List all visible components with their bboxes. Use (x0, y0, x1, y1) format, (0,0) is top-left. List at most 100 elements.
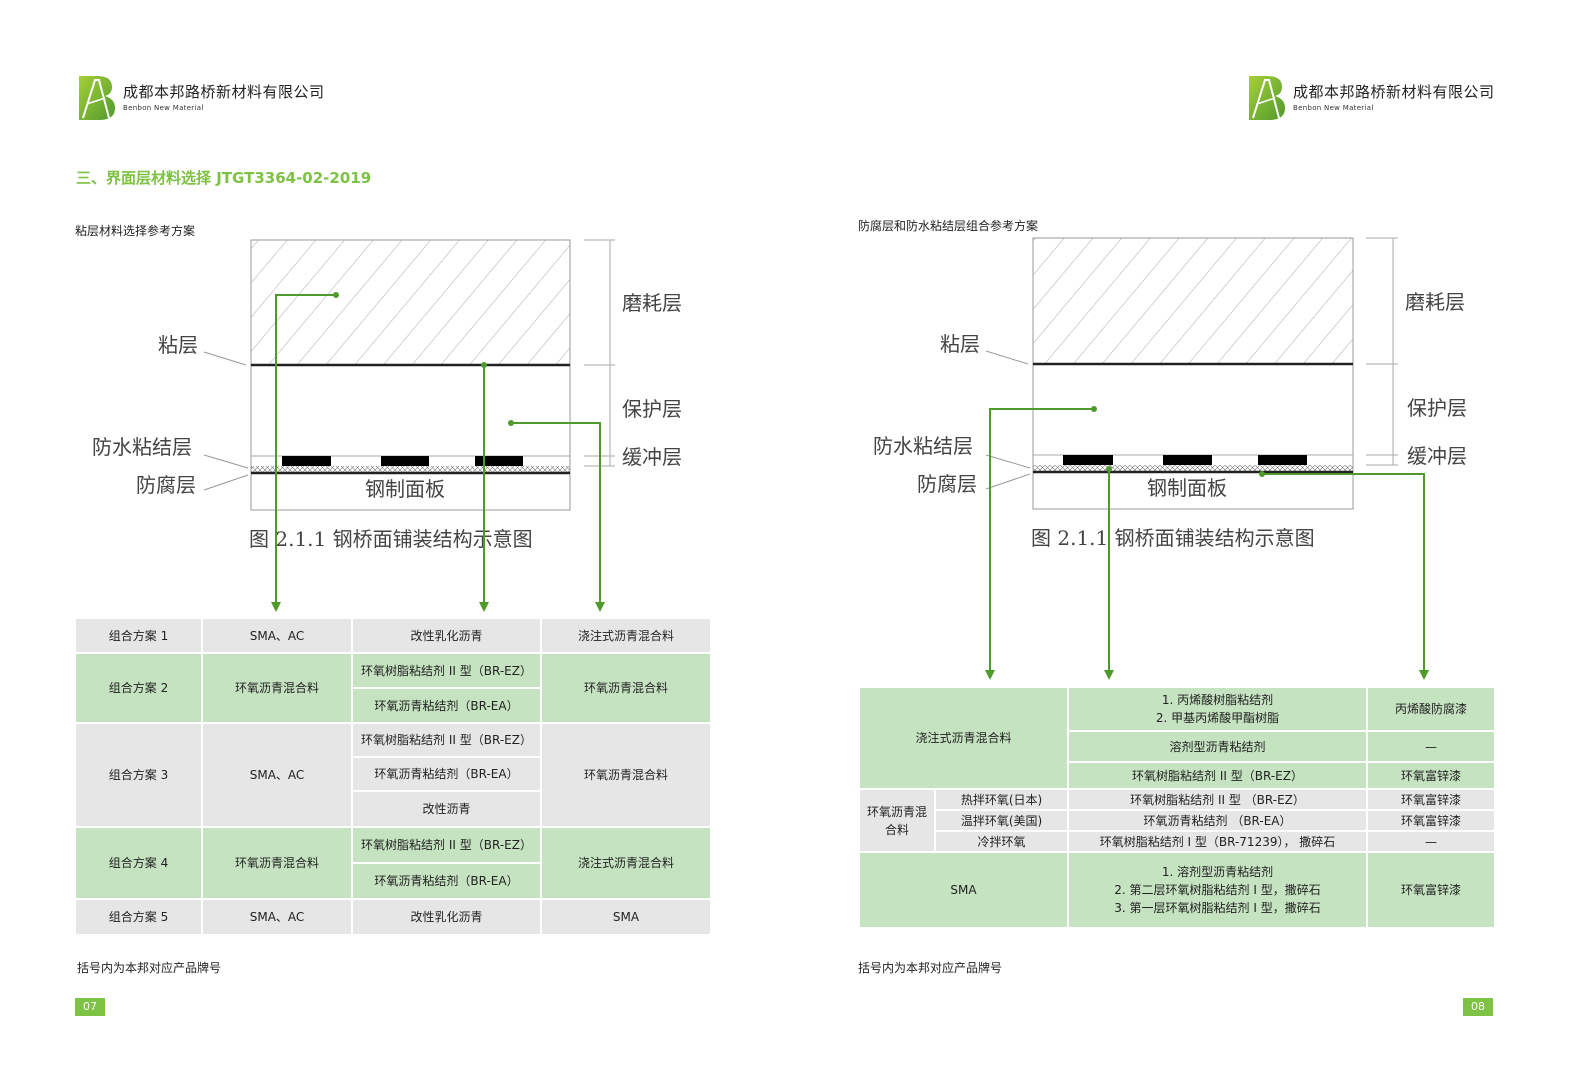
sub-type-cell: 冷拌环氧 (933, 830, 1070, 853)
adhesive-cell: 环氧树脂粘结剂 II 型（BR-EZ） (1067, 761, 1369, 790)
arrow-down-icon (1104, 670, 1114, 680)
adhesive-line: 2. 甲基丙烯酸甲酯树脂 (1155, 711, 1280, 725)
anticorr-cell: 环氧富锌漆 (1366, 761, 1497, 790)
waterproof-layer (251, 466, 570, 472)
label-waterproof: 防水粘结层 (873, 434, 973, 458)
anticorr-cell: 环氧富锌漆 (1366, 851, 1497, 929)
tack-cell: 改性乳化沥青 (351, 898, 542, 936)
arrow-down-icon (1419, 670, 1429, 680)
tack-cell: 环氧沥青粘结剂（BR-EA） (351, 756, 542, 792)
table-row: 组合方案 1 SMA、AC 改性乳化沥青 浇注式沥青混合料 (74, 617, 712, 654)
lower-layer-cell: SMA (540, 898, 712, 936)
arrow-down-icon (271, 602, 281, 612)
label-buffer: 缓冲层 (622, 445, 682, 469)
table-row: 温拌环氧(美国) 环氧沥青粘结剂 （BR-EA） 环氧富锌漆 (859, 809, 1497, 832)
page-number-left: 07 (75, 998, 105, 1016)
table-row: 组合方案 5 SMA、AC 改性乳化沥青 SMA (74, 898, 712, 936)
figure-caption: 图 2.1.1 钢桥面铺装结构示意图 (249, 527, 533, 551)
tack-cell: 环氧树脂粘结剂 II 型（BR-EZ） (351, 652, 542, 689)
logo-b-icon (79, 74, 115, 120)
lower-layer-cell: 环氧沥青混合料 (540, 652, 712, 724)
waterproof-layer (1033, 465, 1353, 471)
label-buffer: 缓冲层 (1407, 444, 1467, 468)
tack-cell: 改性沥青 (351, 790, 542, 828)
table-row: 冷拌环氧 环氧树脂粘结剂 I 型（BR-71239）， 撒碎石 — (859, 830, 1497, 853)
left-note: 括号内为本邦对应产品牌号 (77, 961, 222, 975)
mixture-cell: 环氧沥青混合料 (858, 788, 936, 853)
table-row: 环氧沥青混合料 热拌环氧(日本) 环氧树脂粘结剂 II 型 （BR-EZ） 环氧… (858, 788, 1497, 853)
company-name-cn: 成都本邦路桥新材料有限公司 (123, 82, 325, 101)
adhesive-cell: 环氧树脂粘结剂 I 型（BR-71239）， 撒碎石 (1067, 830, 1369, 853)
tack-cell: 环氧树脂粘结剂 II 型（BR-EZ） (351, 826, 542, 864)
company-logo-right: 成都本邦路桥新材料有限公司 Benbon New Material (1249, 74, 1495, 120)
wear-layer (1032, 237, 1354, 365)
company-name-cn: 成都本邦路桥新材料有限公司 (1293, 82, 1495, 101)
tack-cell: 环氧沥青粘结剂（BR-EA） (351, 687, 542, 724)
section-title: 三、界面层材料选择 JTGT3364-02-2019 (76, 169, 372, 187)
scheme-cell: 组合方案 3 (74, 722, 203, 828)
right-note: 括号内为本邦对应产品牌号 (858, 961, 1003, 975)
label-anticorr: 防腐层 (917, 472, 977, 496)
left-subtitle: 粘层材料选择参考方案 (75, 224, 196, 238)
upper-layer-cell: SMA、AC (201, 898, 353, 936)
adhesive-cell: 1. 丙烯酸树脂粘结剂 2. 甲基丙烯酸甲酯树脂 (1067, 686, 1369, 732)
buffer-block (381, 456, 429, 466)
scheme-cell: 组合方案 2 (74, 652, 203, 724)
adhesive-cell: 溶剂型沥青粘结剂 (1067, 730, 1369, 763)
label-waterproof: 防水粘结层 (92, 435, 192, 459)
sub-type-cell: 热拌环氧(日本) (933, 788, 1070, 811)
company-logo-left: 成都本邦路桥新材料有限公司 Benbon New Material (79, 74, 325, 120)
upper-layer-cell: SMA、AC (201, 617, 353, 654)
tack-cell: 环氧沥青粘结剂（BR-EA） (351, 862, 542, 900)
scheme-cell: 组合方案 5 (74, 898, 203, 936)
tack-cell: 改性乳化沥青 (351, 617, 542, 654)
anticorr-cell: 环氧富锌漆 (1366, 788, 1497, 811)
table-row: 组合方案 2 环氧沥青混合料 环氧树脂粘结剂 II 型（BR-EZ） 环氧沥青混… (74, 652, 712, 724)
logo-b-icon (1249, 74, 1285, 120)
table-row: 组合方案 3 SMA、AC 环氧树脂粘结剂 II 型（BR-EZ） 环氧沥青混合… (74, 722, 712, 828)
buffer-block (1258, 455, 1307, 465)
adhesive-cell: 环氧树脂粘结剂 II 型 （BR-EZ） (1067, 788, 1369, 811)
lower-layer-cell: 环氧沥青混合料 (540, 722, 712, 828)
mixture-cell: 浇注式沥青混合料 (857, 686, 1070, 790)
table-row: 浇注式沥青混合料 1. 丙烯酸树脂粘结剂 2. 甲基丙烯酸甲酯树脂 丙烯酸防腐漆 (857, 686, 1497, 790)
adhesive-line: 3. 第一层环氧树脂粘结剂 I 型，撒碎石 (1114, 901, 1321, 915)
buffer-block (282, 456, 331, 466)
sub-type-cell: 温拌环氧(美国) (933, 809, 1070, 832)
label-protect: 保护层 (1407, 396, 1467, 420)
tack-layer-table: 组合方案 1 SMA、AC 改性乳化沥青 浇注式沥青混合料 组合方案 2 环氧沥… (74, 617, 712, 936)
label-protect: 保护层 (622, 397, 682, 421)
scheme-cell: 组合方案 4 (74, 826, 203, 900)
label-wear: 磨耗层 (1405, 290, 1465, 314)
buffer-block (1163, 455, 1212, 465)
label-tack: 粘层 (158, 333, 198, 357)
arrow-down-icon (595, 602, 605, 612)
figure-caption: 图 2.1.1 钢桥面铺装结构示意图 (1031, 526, 1315, 550)
upper-layer-cell: 环氧沥青混合料 (201, 826, 353, 900)
page-number-right: 08 (1463, 998, 1493, 1016)
anticorr-cell: — (1366, 730, 1497, 763)
anticorr-cell: 环氧富锌漆 (1366, 809, 1497, 832)
buffer-block (475, 456, 523, 466)
connector-dot (508, 420, 514, 426)
tack-cell: 环氧树脂粘结剂 II 型（BR-EZ） (351, 722, 542, 758)
anticorr-cell: 丙烯酸防腐漆 (1366, 686, 1497, 732)
adhesive-line: 1. 溶剂型沥青粘结剂 (1161, 865, 1274, 879)
mixture-cell: SMA (857, 851, 1070, 929)
lower-layer-cell: 浇注式沥青混合料 (540, 826, 712, 900)
label-anticorr: 防腐层 (136, 473, 196, 497)
scheme-cell: 组合方案 1 (74, 617, 203, 654)
label-steel: 钢制面板 (365, 477, 445, 501)
right-subtitle: 防腐层和防水粘结层组合参考方案 (858, 219, 1039, 233)
label-wear: 磨耗层 (622, 291, 682, 315)
buffer-block (1063, 455, 1113, 465)
lower-layer-cell: 浇注式沥青混合料 (540, 617, 712, 654)
connector-dot (1106, 466, 1112, 472)
arrow-down-icon (479, 602, 489, 612)
adhesive-cell: 环氧沥青粘结剂 （BR-EA） (1067, 809, 1369, 832)
adhesive-cell: 1. 溶剂型沥青粘结剂 2. 第二层环氧树脂粘结剂 I 型，撒碎石 3. 第一层… (1067, 851, 1369, 929)
adhesive-line: 2. 第二层环氧树脂粘结剂 I 型，撒碎石 (1114, 883, 1321, 897)
right-structure-diagram: 磨耗层 保护层 缓冲层 粘层 防水粘结层 防腐层 钢制面板 图 2.1.1 钢桥… (873, 237, 1467, 680)
connector-dot (1091, 406, 1097, 412)
company-name-en: Benbon New Material (1293, 103, 1374, 112)
